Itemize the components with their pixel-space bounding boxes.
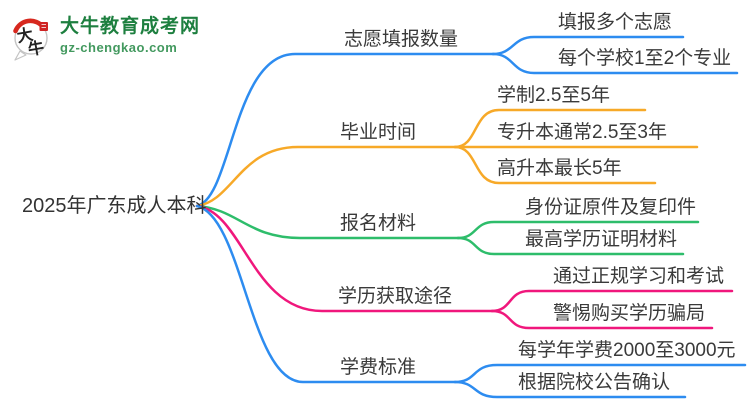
child-curve-2-1 xyxy=(456,236,685,256)
branch-label-0[interactable]: 志愿填报数量 xyxy=(344,29,459,50)
branch-curve-3 xyxy=(195,204,494,313)
branch-curve-1 xyxy=(195,145,457,208)
logo-domain: gz-chengkao.com xyxy=(60,40,178,55)
logo-char-da: 大 xyxy=(15,25,34,46)
child-label-0-1[interactable]: 每个学校1至2个专业 xyxy=(558,48,732,69)
root-node[interactable]: 2025年广东成人本科 xyxy=(22,195,207,217)
logo-title: 大牛教育成考网 xyxy=(60,16,201,37)
child-curve-0-1 xyxy=(491,52,739,75)
child-curve-1-2 xyxy=(453,145,657,185)
branch-label-1[interactable]: 毕业时间 xyxy=(340,122,417,143)
child-label-1-2[interactable]: 高升本最长5年 xyxy=(497,158,622,179)
child-label-3-0[interactable]: 通过正规学习和考试 xyxy=(553,266,725,287)
child-curve-1-0 xyxy=(453,108,647,149)
daniu-bubble-logo-icon: 大 牛 xyxy=(13,18,48,61)
branch-curve-2 xyxy=(195,204,460,240)
child-curve-3-1 xyxy=(490,309,714,330)
child-curve-4-1 xyxy=(453,380,687,399)
branch-label-4[interactable]: 学费标准 xyxy=(340,357,417,378)
site-logo[interactable]: 大 牛 大牛教育成考网 gz-chengkao.com xyxy=(8,12,200,64)
child-label-2-1[interactable]: 最高学历证明材料 xyxy=(525,229,678,250)
logo-text-block: 大牛教育成考网 gz-chengkao.com xyxy=(60,12,200,56)
child-label-1-1[interactable]: 专升本通常2.5至3年 xyxy=(497,122,667,143)
logo-char-niu: 牛 xyxy=(27,38,46,59)
branch-label-3[interactable]: 学历获取途径 xyxy=(338,286,453,307)
child-label-3-1[interactable]: 警惕购买学历骗局 xyxy=(553,303,706,324)
child-label-4-1[interactable]: 根据院校公告确认 xyxy=(518,372,671,393)
child-label-0-0[interactable]: 填报多个志愿 xyxy=(558,12,673,33)
child-label-4-0[interactable]: 每学年学费2000至3000元 xyxy=(518,340,736,361)
child-label-1-0[interactable]: 学制2.5至5年 xyxy=(497,85,610,106)
branch-label-2[interactable]: 报名材料 xyxy=(340,213,417,234)
branch-curve-0 xyxy=(195,52,495,208)
branch-curve-4 xyxy=(195,204,457,384)
child-label-2-0[interactable]: 身份证原件及复印件 xyxy=(525,197,697,218)
